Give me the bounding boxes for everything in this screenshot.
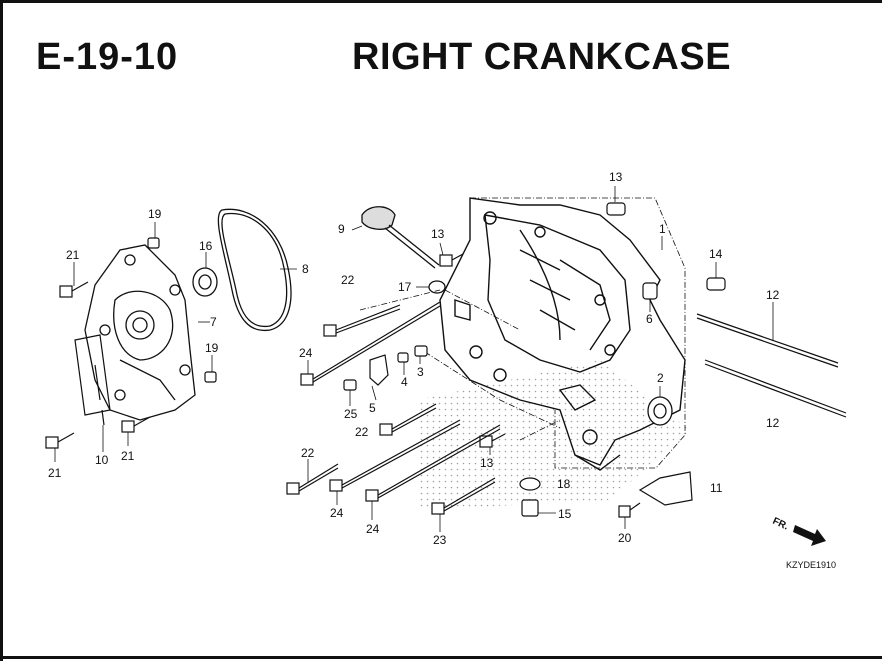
callout-10: 10 <box>95 453 109 467</box>
figure-reference-code: KZYDE1910 <box>786 560 836 570</box>
callout-6: 6 <box>646 312 653 326</box>
bolt-20 <box>618 502 641 518</box>
callout-1: 1 <box>659 222 666 236</box>
bolts <box>45 253 641 518</box>
frame-border-left <box>0 0 3 661</box>
bolt-24-a <box>300 301 441 386</box>
callout-8: 8 <box>302 262 309 276</box>
callout-19: 19 <box>148 207 162 221</box>
bearing <box>647 396 673 426</box>
callout-24: 24 <box>299 346 313 360</box>
washer <box>428 280 446 294</box>
dowel-pins <box>147 202 726 383</box>
callout-9: 9 <box>338 222 345 236</box>
bolt-24-c <box>365 424 501 502</box>
bolt-13-lower <box>479 433 506 448</box>
callout-15: 14 <box>709 247 723 261</box>
plate <box>74 334 111 426</box>
callout-13: 13 <box>431 227 445 241</box>
bracket <box>638 471 693 506</box>
shaded-area <box>418 360 690 510</box>
gasket-ring <box>217 208 292 332</box>
callout-21: 21 <box>66 248 80 262</box>
callout-14: 15 <box>558 507 572 521</box>
callout-16: 16 <box>199 239 213 253</box>
frame-border-top <box>0 0 882 3</box>
bolt-24-b <box>329 419 461 492</box>
small-parts <box>343 345 541 517</box>
bolt-13-upper <box>439 253 464 267</box>
oil-seal <box>192 267 218 297</box>
diagram-title: RIGHT CRANKCASE <box>352 36 732 78</box>
callout-21: 21 <box>48 466 62 480</box>
callout-25: 25 <box>344 407 358 421</box>
bolt-23 <box>431 477 496 515</box>
right-crankcase <box>439 197 686 471</box>
callout-4: 4 <box>401 375 408 389</box>
front-arrow-icon <box>793 525 826 546</box>
callout-17: 17 <box>398 280 412 294</box>
bolt-22-c <box>286 463 339 495</box>
diagram-code: E-19-10 <box>36 36 179 78</box>
callout-12: 12 <box>766 288 780 302</box>
reference-lines <box>359 197 686 469</box>
callout-19: 19 <box>205 341 219 355</box>
callout-5: 5 <box>369 401 376 415</box>
bolt-22-a <box>323 304 401 337</box>
leader-lines <box>54 186 774 532</box>
callout-7: 7 <box>210 315 217 329</box>
callout-15: 13 <box>609 170 623 184</box>
callout-22: 22 <box>355 425 369 439</box>
callout-labels: 13 1 14 12 12 13 9 22 17 8 16 7 19 19 21… <box>48 170 780 547</box>
left-cover <box>84 244 196 421</box>
callout-18: 18 <box>557 477 571 491</box>
callout-22: 22 <box>341 273 355 287</box>
callout-23: 23 <box>433 533 447 547</box>
callout-20: 20 <box>618 531 632 545</box>
callout-22: 22 <box>301 446 315 460</box>
oil-dipstick <box>361 206 440 269</box>
bolt-22-b <box>379 403 437 436</box>
callout-21: 21 <box>121 449 135 463</box>
callout-2: 2 <box>657 371 664 385</box>
frame-border-bottom <box>0 656 882 659</box>
callout-24: 24 <box>330 506 344 520</box>
bolt-21-upper <box>59 281 89 298</box>
front-label: FR. <box>771 516 790 533</box>
front-direction-marker: FR. <box>771 516 826 546</box>
callout-12: 12 <box>766 416 780 430</box>
bolt-21-lower <box>45 432 75 449</box>
stud-bolts <box>696 313 847 418</box>
callout-3: 3 <box>417 365 424 379</box>
callout-24: 24 <box>366 522 380 536</box>
callout-11: 11 <box>710 481 723 495</box>
callout-13: 13 <box>480 456 494 470</box>
